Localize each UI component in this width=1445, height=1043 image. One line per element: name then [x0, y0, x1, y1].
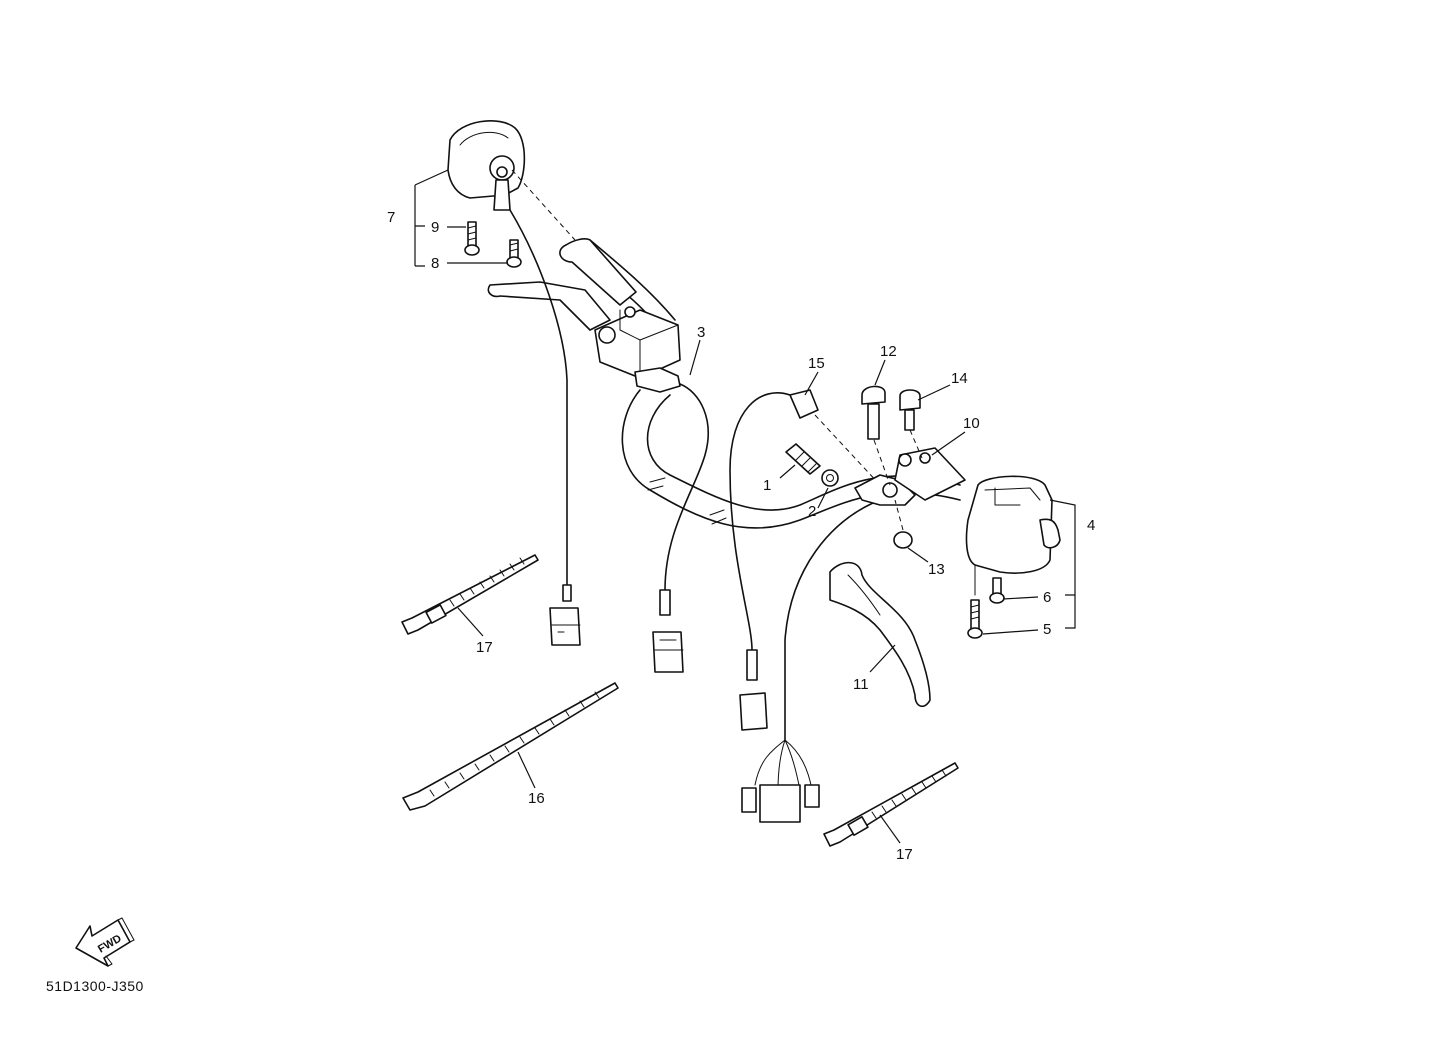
callout-3: 3: [697, 324, 705, 341]
leader-lines: [414, 169, 1076, 844]
left-grip: [559, 238, 637, 306]
callout-14: 14: [951, 370, 968, 387]
screw-14: [899, 389, 923, 459]
callout-15: 15: [808, 355, 825, 372]
callout-12: 12: [880, 343, 897, 360]
nut-2: [821, 469, 839, 487]
cable-tie-17-right: [823, 762, 959, 847]
screw-9: [464, 221, 480, 256]
clutch-lever: [829, 561, 931, 708]
screw-5: [967, 599, 983, 639]
callout-2: 2: [808, 503, 816, 520]
left-handlebar-switch: [447, 120, 576, 241]
bolt-1: [785, 443, 821, 475]
callout-6: 6: [1043, 589, 1051, 606]
callout-4: 4: [1087, 517, 1095, 534]
lever-bracket: [854, 447, 966, 506]
callout-7: 7: [387, 209, 395, 226]
right-handlebar-switch: [965, 475, 1061, 596]
callout-1: 1: [763, 477, 771, 494]
front-stop-switch: [729, 389, 881, 731]
screw-6: [989, 577, 1005, 604]
left-lever-assembly: [487, 281, 681, 379]
bolt-12: [861, 385, 891, 486]
callout-11: 11: [853, 676, 869, 693]
callout-numbers: 7 9 8 3 15 12 14 10 1 2 4 13 6 5 17 11 1…: [387, 209, 1095, 863]
callout-16: 16: [528, 790, 545, 807]
screw-8: [506, 239, 522, 268]
brake-switch: [634, 367, 709, 673]
callout-8: 8: [431, 255, 439, 272]
nut-13: [893, 499, 913, 549]
left-switch-wire: [509, 209, 581, 646]
diagram-code: 51D1300-J350: [46, 978, 144, 994]
callout-10: 10: [963, 415, 980, 432]
cable-tie-16: [402, 682, 619, 811]
callout-13: 13: [928, 561, 945, 578]
fwd-arrow-icon: FWD: [75, 917, 135, 967]
callout-17-right: 17: [896, 846, 913, 863]
callout-17-left: 17: [476, 639, 493, 656]
callout-5: 5: [1043, 621, 1051, 638]
main-harness: [741, 499, 881, 823]
callout-9: 9: [431, 219, 439, 236]
cable-tie-17-left: [401, 554, 539, 635]
